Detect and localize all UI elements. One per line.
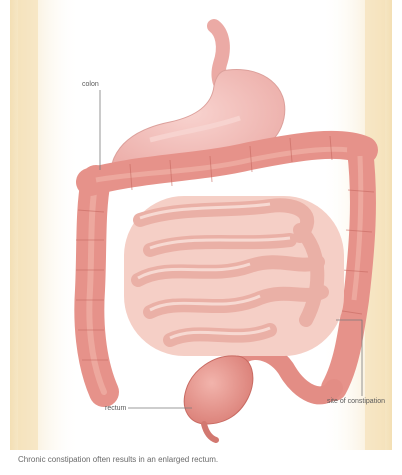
site-of-constipation-label: site of constipation: [327, 397, 387, 406]
figure-caption: Chronic constipation often results in an…: [18, 455, 388, 464]
colon-label: colon: [82, 80, 99, 89]
rectum-label: rectum: [105, 404, 126, 413]
rectum: [184, 356, 253, 440]
small-intestine: [124, 196, 344, 356]
